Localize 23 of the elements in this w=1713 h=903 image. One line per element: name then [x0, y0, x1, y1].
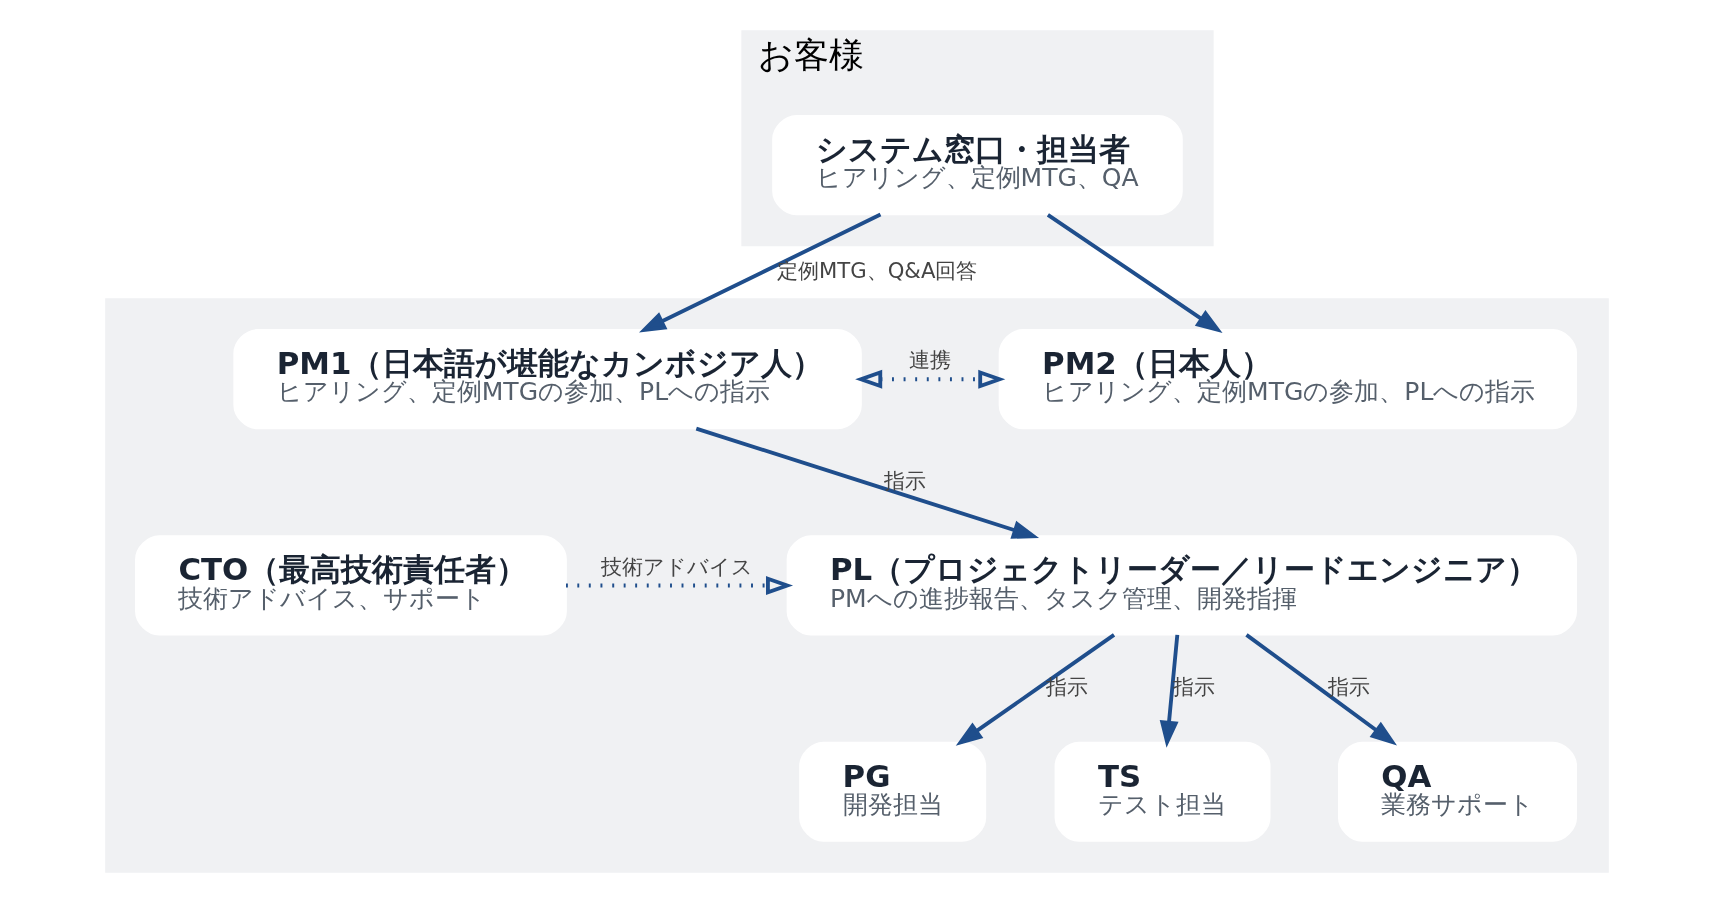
node-box: システム窓口・担当者 ヒアリング、定例MTG、QA	[771, 115, 1183, 216]
arrow	[565, 576, 793, 595]
node-box: PL（プロジェクトリーダー／リードエンジニア） PMへの進捗報告、タスク管理、開発指揮	[786, 535, 1577, 636]
node-box: PM2（日本人） ヒアリング、定例MTGの参加、PLへの指示	[998, 329, 1577, 430]
edge-label: 指示	[1327, 674, 1370, 700]
edge-label: 指示	[1045, 674, 1088, 700]
edge-label: 技術アドバイス	[600, 553, 753, 579]
arrow	[854, 369, 1005, 389]
edge-label: 定例MTG、Q&A回答	[776, 257, 977, 283]
node-box: QA 業務サポート	[1337, 741, 1577, 842]
arrow	[638, 212, 881, 333]
node-box: TS テスト担当	[1054, 741, 1270, 842]
arrow	[695, 426, 1039, 539]
arrow	[1046, 213, 1223, 334]
node-box: PM1（日本語が堪能なカンボジア人） ヒアリング、定例MTGの参加、PLへの指示	[232, 329, 862, 430]
node-box: CTO（最高技術責任者） 技術アドバイス、サポート	[134, 535, 567, 636]
arrow	[955, 633, 1115, 746]
cluster	[104, 298, 1609, 873]
arrow	[1244, 633, 1397, 746]
arrow	[1159, 634, 1179, 748]
edge-label: 指示	[883, 467, 926, 493]
node-box: PG 開発担当	[798, 741, 986, 842]
edge-label: 連携	[908, 347, 951, 373]
